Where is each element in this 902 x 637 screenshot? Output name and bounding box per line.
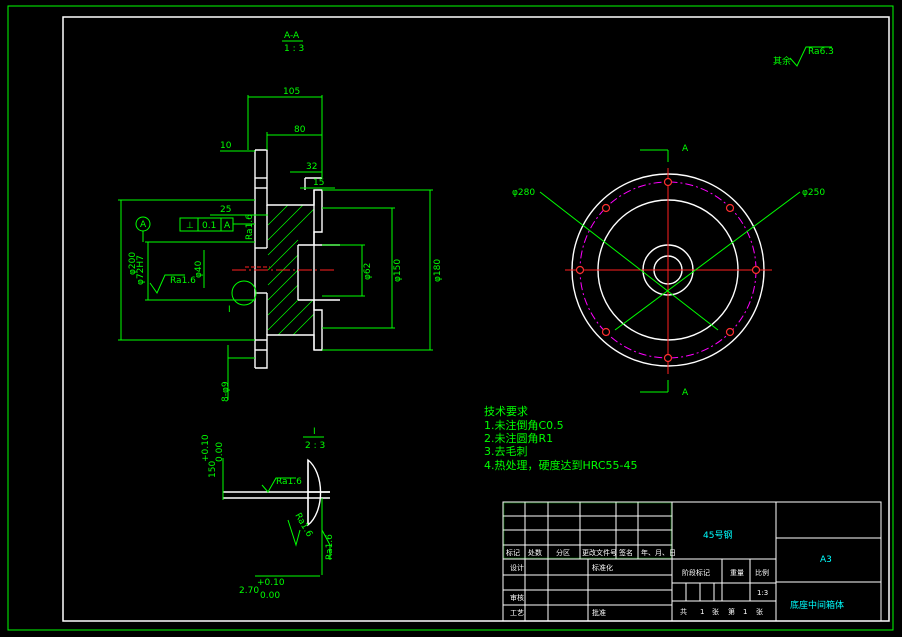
svg-text:设计: 设计 [510, 563, 524, 572]
svg-text:批准: 批准 [592, 608, 606, 617]
dim-150: 150 [208, 461, 218, 478]
svg-text:比例: 比例 [755, 568, 769, 577]
svg-text:标记: 标记 [506, 548, 520, 557]
svg-text:其余: 其余 [773, 55, 791, 67]
svg-text:审核: 审核 [510, 593, 524, 602]
dim-phi200: φ200 [128, 252, 138, 275]
part-name: 底座中间箱体 [790, 599, 844, 611]
dim-270: 2.70 [239, 586, 259, 596]
tech-item: 1.未注倒角C0.5 [484, 418, 564, 432]
svg-text:Ra1.6: Ra1.6 [245, 214, 255, 240]
dim-holes: 8-φ9 [221, 381, 231, 402]
svg-text:分区: 分区 [556, 548, 570, 557]
section-label: A-A [284, 31, 300, 41]
section-view: A-A 1 : 3 [118, 31, 443, 402]
svg-text:⊥: ⊥ [186, 221, 194, 231]
ra-top: Ra1.6 [276, 477, 302, 487]
tech-item: 2.未注圆角R1 [484, 431, 553, 445]
tech-item: 3.去毛刺 [484, 445, 528, 458]
dim-phi250: φ250 [802, 188, 825, 198]
inner-frame [62, 16, 890, 622]
svg-text:年、月、日: 年、月、日 [641, 548, 676, 557]
detail-label: I [313, 427, 316, 437]
outer-frame [7, 5, 894, 631]
dim-phi180: φ180 [433, 259, 443, 282]
svg-text:1: 1 [743, 608, 747, 616]
surface-finish-global: 其余 Ra6.3 [773, 46, 834, 67]
dim-80: 80 [294, 125, 306, 135]
svg-text:+0.10: +0.10 [201, 434, 211, 462]
dim-25: 25 [220, 205, 231, 215]
svg-text:0.00: 0.00 [215, 442, 225, 462]
svg-text:A: A [224, 221, 231, 231]
sheet-size: A3 [820, 555, 832, 565]
svg-text:重量: 重量 [730, 569, 744, 577]
dim-15: 15 [313, 178, 324, 188]
ra-right: Ra1.6 [325, 534, 335, 560]
svg-text:工艺: 工艺 [510, 609, 524, 617]
cut-label-top: A [682, 144, 689, 154]
svg-text:共: 共 [680, 607, 687, 616]
dim-phi150: φ150 [393, 259, 403, 282]
ra-mid: Ra1.6 [292, 512, 314, 540]
dim-phi72h7: φ72H7 [136, 255, 146, 285]
dim-phi40: φ40 [194, 260, 204, 278]
svg-text:0.00: 0.00 [260, 591, 280, 601]
dim-10: 10 [220, 141, 232, 151]
svg-text:+0.10: +0.10 [257, 578, 285, 588]
detail-scale: 2 : 3 [305, 441, 325, 451]
section-outline [254, 149, 340, 369]
material: 45号钢 [703, 529, 732, 541]
svg-text:0.1: 0.1 [202, 221, 216, 231]
cut-label-bottom: A [682, 388, 689, 398]
tech-requirements: 技术要求 1.未注倒角C0.5 2.未注圆角R1 3.去毛刺 4.热处理，硬度达… [484, 405, 638, 472]
front-view: φ280 φ250 A A [512, 144, 825, 398]
svg-text:处数: 处数 [528, 548, 542, 557]
svg-text:标准化: 标准化 [592, 563, 613, 572]
svg-text:1:3: 1:3 [757, 589, 768, 597]
detail-view: I 2 : 3 150 +0.10 0.00 Ra1.6 Ra1.6 Ra1.6… [201, 427, 335, 601]
title-block: 标记 处数 分区 更改文件号 签名 年、月、日 设计 标准化 审核 工艺 批准 … [502, 501, 882, 622]
tech-title: 技术要求 [484, 405, 528, 418]
svg-text:签名: 签名 [619, 548, 633, 557]
svg-text:Ra6.3: Ra6.3 [808, 47, 834, 57]
dim-105: 105 [283, 87, 300, 97]
dim-phi280: φ280 [512, 188, 535, 198]
bolt-holes [575, 177, 761, 363]
svg-text:第: 第 [728, 607, 735, 616]
detail-marker-label: I [228, 305, 231, 315]
section-scale: 1 : 3 [284, 44, 304, 54]
svg-text:1: 1 [700, 608, 704, 616]
dim-32: 32 [306, 162, 317, 172]
dim-phi62: φ62 [363, 263, 373, 280]
tech-item: 4.热处理，硬度达到HRC55-45 [484, 458, 638, 472]
svg-text:阶段标记: 阶段标记 [682, 568, 710, 577]
svg-text:A: A [140, 220, 147, 230]
svg-text:张: 张 [756, 607, 763, 616]
ra-bore: Ra1.6 [170, 276, 196, 286]
detail-marker-circle [231, 280, 257, 306]
svg-text:更改文件号: 更改文件号 [582, 548, 617, 557]
svg-text:张: 张 [712, 607, 719, 616]
